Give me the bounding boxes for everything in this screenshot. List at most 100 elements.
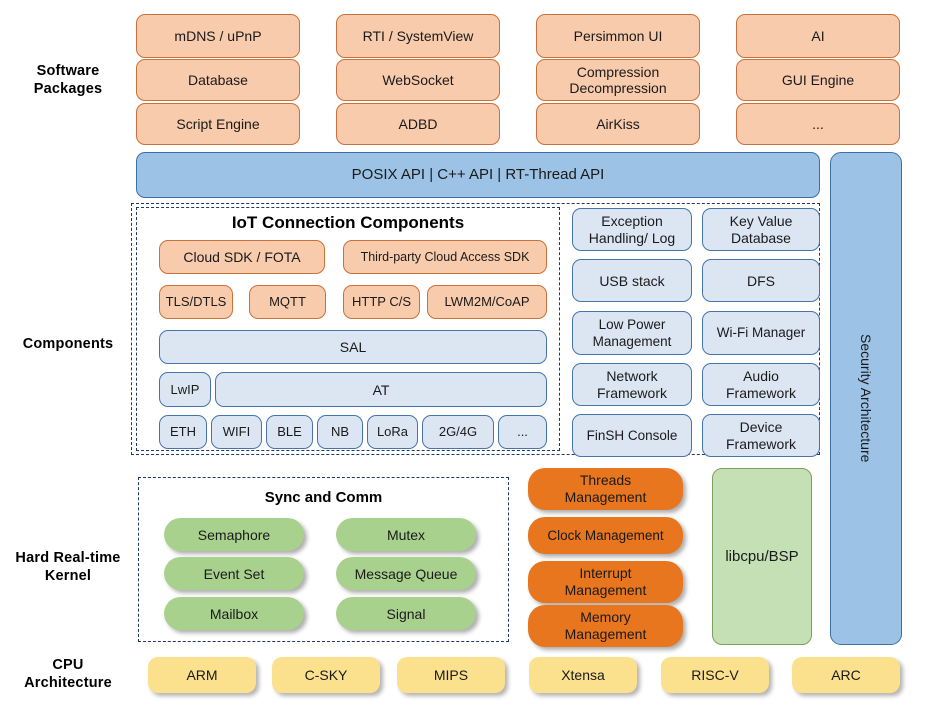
api-bar-label: POSIX API | C++ API | RT-Thread API: [351, 166, 605, 183]
iot-link-2g-4g[interactable]: 2G/4G: [422, 415, 494, 449]
iot-at[interactable]: AT: [215, 372, 547, 407]
kernel-node-label: Interrupt Management: [564, 565, 647, 598]
sync-and-comm-frame: [138, 477, 509, 642]
package-label: GUI Engine: [781, 72, 855, 88]
cpu-mips[interactable]: MIPS: [397, 657, 505, 693]
row-label-kernel: Hard Real-time Kernel: [2, 549, 134, 585]
iot-node-label: LoRa: [376, 424, 409, 439]
package-rti-systemview[interactable]: RTI / SystemView: [336, 14, 500, 58]
iot-cloud-sdk-fota[interactable]: Cloud SDK / FOTA: [159, 240, 325, 274]
row-label-kernel-line1: Hard Real-time: [15, 550, 121, 566]
row-label-cpu-line1: CPU: [52, 657, 84, 673]
package-label: AirKiss: [596, 116, 640, 132]
package-label: mDNS / uPnP: [174, 28, 262, 44]
cpu-arm[interactable]: ARM: [148, 657, 256, 693]
package-more[interactable]: ...: [736, 103, 900, 145]
package-database[interactable]: Database: [136, 59, 300, 101]
row-label-components: Components: [8, 335, 128, 353]
component-network-framework[interactable]: Network Framework: [572, 363, 692, 406]
package-label: Compression Decompression: [569, 64, 667, 96]
package-label: RTI / SystemView: [362, 28, 474, 44]
iot-lwip[interactable]: LwIP: [159, 372, 211, 407]
component-wifi-manager[interactable]: Wi-Fi Manager: [702, 311, 820, 355]
iot-link-more[interactable]: ...: [498, 415, 547, 449]
cpu-label: C-SKY: [304, 667, 348, 683]
component-key-value-database[interactable]: Key Value Database: [702, 208, 820, 251]
kernel-node-label: Mutex: [386, 526, 426, 543]
kernel-mailbox[interactable]: Mailbox: [164, 597, 304, 630]
cpu-c-sky[interactable]: C-SKY: [272, 657, 380, 693]
kernel-node-label: Threads Management: [564, 472, 647, 505]
package-script-engine[interactable]: Script Engine: [136, 103, 300, 145]
kernel-memory-management[interactable]: Memory Management: [528, 605, 683, 647]
cpu-risc-v[interactable]: RISC-V: [661, 657, 769, 693]
package-label: Database: [188, 72, 248, 88]
kernel-node-label: libcpu/BSP: [725, 547, 799, 565]
kernel-node-label: Event Set: [203, 565, 265, 582]
kernel-interrupt-management[interactable]: Interrupt Management: [528, 561, 683, 603]
package-label: WebSocket: [382, 72, 454, 88]
kernel-node-label: Memory Management: [564, 609, 647, 642]
iot-node-label: LwIP: [170, 381, 200, 397]
component-low-power-management[interactable]: Low Power Management: [572, 311, 692, 355]
cpu-label: MIPS: [433, 667, 469, 683]
kernel-event-set[interactable]: Event Set: [164, 557, 304, 590]
iot-node-label: LWM2M/CoAP: [444, 294, 530, 309]
security-architecture-label: Security Architecture: [858, 334, 874, 463]
sync-and-comm-title: Sync and Comm: [264, 489, 383, 506]
iot-tls-dtls[interactable]: TLS/DTLS: [159, 285, 233, 319]
component-exception-handling-log[interactable]: Exception Handling/ Log: [572, 208, 692, 251]
package-websocket[interactable]: WebSocket: [336, 59, 500, 101]
kernel-libcpu-bsp[interactable]: libcpu/BSP: [712, 468, 812, 645]
iot-node-label: 2G/4G: [438, 424, 478, 439]
component-label: Key Value Database: [729, 212, 793, 246]
iot-link-wifi[interactable]: WIFI: [211, 415, 262, 449]
kernel-threads-management[interactable]: Threads Management: [528, 468, 683, 510]
package-ai[interactable]: AI: [736, 14, 900, 58]
package-gui-engine[interactable]: GUI Engine: [736, 59, 900, 101]
iot-connection-components-frame: [136, 207, 560, 451]
iot-http-cs[interactable]: HTTP C/S: [343, 285, 420, 319]
row-label-cpu-architecture: CPU Architecture: [4, 656, 132, 692]
iot-link-eth[interactable]: ETH: [159, 415, 207, 449]
kernel-signal[interactable]: Signal: [336, 597, 476, 630]
iot-lwm2m-coap[interactable]: LWM2M/CoAP: [427, 285, 547, 319]
row-label-kernel-line2: Kernel: [44, 568, 92, 584]
component-label: Device Framework: [725, 418, 796, 452]
iot-node-label: Cloud SDK / FOTA: [183, 249, 301, 265]
component-device-framework[interactable]: Device Framework: [702, 414, 820, 457]
iot-link-nb[interactable]: NB: [317, 415, 363, 449]
kernel-node-label: Message Queue: [354, 565, 458, 582]
api-bar[interactable]: POSIX API | C++ API | RT-Thread API: [136, 152, 820, 198]
package-mdns-upnp[interactable]: mDNS / uPnP: [136, 14, 300, 58]
component-label: Audio Framework: [725, 367, 796, 401]
kernel-semaphore[interactable]: Semaphore: [164, 518, 304, 551]
iot-sal[interactable]: SAL: [159, 330, 547, 364]
security-architecture-column[interactable]: Security Architecture: [830, 152, 902, 645]
row-label-software-packages: Software Packages: [8, 62, 128, 98]
component-audio-framework[interactable]: Audio Framework: [702, 363, 820, 406]
component-label: Low Power Management: [592, 317, 672, 349]
iot-third-party-cloud-access-sdk[interactable]: Third-party Cloud Access SDK: [343, 240, 547, 274]
iot-link-ble[interactable]: BLE: [266, 415, 313, 449]
component-finsh-console[interactable]: FinSH Console: [572, 414, 692, 457]
package-adbd[interactable]: ADBD: [336, 103, 500, 145]
iot-node-label: SAL: [339, 339, 367, 355]
kernel-message-queue[interactable]: Message Queue: [336, 557, 476, 590]
kernel-mutex[interactable]: Mutex: [336, 518, 476, 551]
kernel-clock-management[interactable]: Clock Management: [528, 517, 683, 554]
iot-link-lora[interactable]: LoRa: [367, 415, 418, 449]
package-airkiss[interactable]: AirKiss: [536, 103, 700, 145]
kernel-node-label: Signal: [386, 605, 426, 622]
component-usb-stack[interactable]: USB stack: [572, 259, 692, 302]
package-persimmon-ui[interactable]: Persimmon UI: [536, 14, 700, 58]
cpu-label: RISC-V: [691, 667, 739, 683]
cpu-xtensa[interactable]: Xtensa: [529, 657, 637, 693]
cpu-arc[interactable]: ARC: [792, 657, 900, 693]
package-compression-decompression[interactable]: Compression Decompression: [536, 59, 700, 101]
iot-node-label: HTTP C/S: [352, 294, 411, 309]
component-dfs[interactable]: DFS: [702, 259, 820, 302]
component-label: DFS: [747, 272, 775, 289]
iot-node-label: WIFI: [222, 424, 251, 439]
iot-mqtt[interactable]: MQTT: [249, 285, 326, 319]
